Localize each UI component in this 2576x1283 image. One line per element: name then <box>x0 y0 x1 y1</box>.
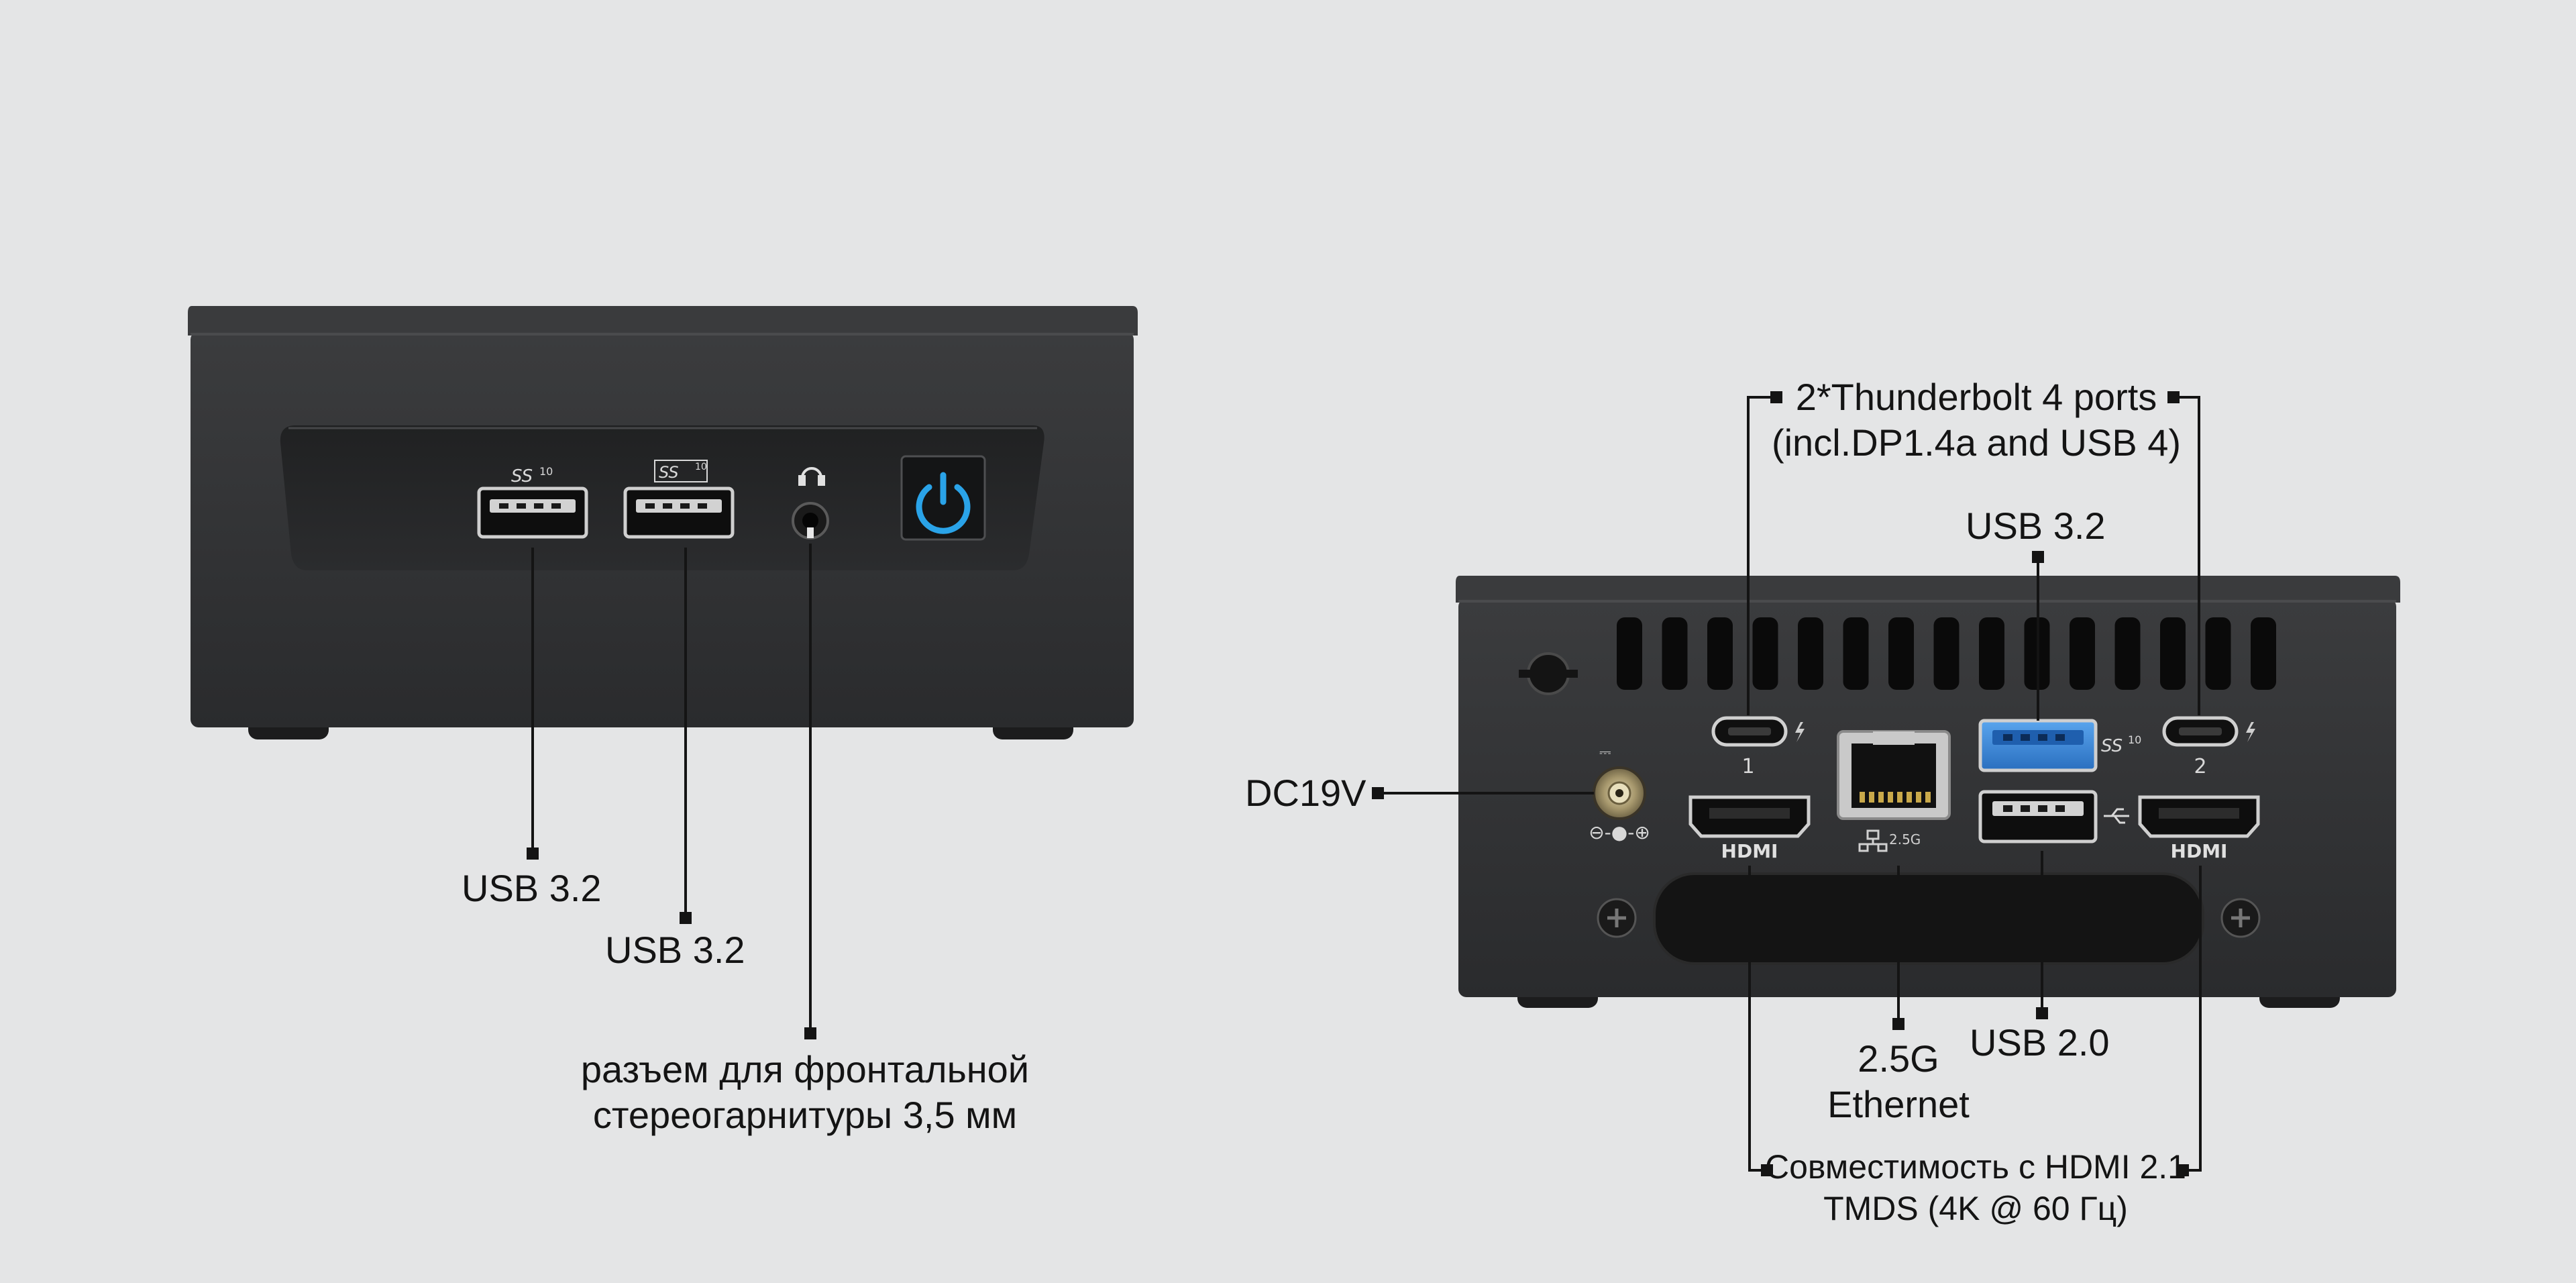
vent-slot <box>2251 617 2276 690</box>
vent-slot <box>2160 617 2186 690</box>
front-usb-port-left: SS 10 <box>477 465 588 539</box>
rear-top-cap <box>1456 576 2400 603</box>
vent-slot <box>1933 617 1960 690</box>
front-leader-lines <box>527 544 816 1039</box>
screw <box>1597 898 1637 938</box>
lan-speed-mark: 2.5G <box>1889 831 1921 848</box>
label-thunderbolt-line2: (incl.DP1.4a and USB 4) <box>1771 421 2182 464</box>
superspeed-icon: SS <box>659 463 679 482</box>
vent-slot <box>1888 617 1914 690</box>
label-thunderbolt: 2*Thunderbolt 4 ports (incl.DP1.4a and U… <box>1721 374 2231 466</box>
svg-text:⎓: ⎓ <box>1599 744 1611 761</box>
vent-slot <box>1752 617 1778 690</box>
label-front-audio: разъем для фронтальной стереогарнитуры 3… <box>537 1047 1073 1138</box>
vent-slot <box>1707 617 1733 690</box>
superspeed-icon: SS <box>511 466 533 486</box>
hdmi-port-right: HDMI <box>2138 795 2260 862</box>
expansion-cover <box>1653 872 2204 965</box>
port-number: 1 <box>1741 755 1754 778</box>
label-thunderbolt-line1: 2*Thunderbolt 4 ports <box>1795 376 2157 418</box>
network-icon <box>1858 829 1888 852</box>
hdmi-logo: HDMI <box>1721 840 1778 862</box>
vent-slot <box>1662 617 1688 690</box>
label-front-audio-line2: стереогарнитуры 3,5 мм <box>592 1094 1018 1136</box>
label-front-usb-left: USB 3.2 <box>462 867 602 909</box>
superspeed-icon: SS <box>2101 736 2123 756</box>
rear-unit: 1 2 ⎓ ⊖-●-⊕ HDMI HDMI <box>1372 391 2400 1176</box>
rear-usb32-port: SS 10 <box>1978 719 2141 772</box>
speed-mark: 10 <box>2128 733 2141 746</box>
front-top-cap <box>188 306 1138 336</box>
label-ethernet: 2.5G Ethernet <box>1798 1036 1999 1127</box>
dc-polarity-icon: ⊖-●-⊕ <box>1589 821 1650 843</box>
vent-slot <box>1798 617 1823 690</box>
speed-mark: 10 <box>539 465 553 478</box>
lightning-icon <box>2246 722 2255 742</box>
security-slot <box>1519 652 1578 695</box>
label-hdmi-line1: Совместимость с HDMI 2.1 <box>1764 1148 2186 1186</box>
vent-slot <box>1617 617 1642 690</box>
headset-icon <box>798 467 825 486</box>
label-hdmi-line2: TMDS (4K @ 60 Гц) <box>1823 1190 2128 1227</box>
vent-slot <box>2205 617 2231 690</box>
label-ethernet-line1: 2.5G <box>1858 1037 1939 1080</box>
vent-slot <box>1979 617 2004 690</box>
rear-usb20-port <box>1978 790 2129 843</box>
power-button <box>900 455 986 541</box>
thunderbolt-port-1: 1 <box>1711 716 1805 778</box>
hdmi-logo: HDMI <box>2171 840 2228 862</box>
port-number: 2 <box>2194 755 2206 778</box>
ethernet-port: 2.5G <box>1837 730 1951 852</box>
label-ethernet-line2: Ethernet <box>1827 1083 1970 1125</box>
label-front-usb-right: USB 3.2 <box>605 929 745 971</box>
vent-slot <box>1843 617 1869 690</box>
label-front-audio-line1: разъем для фронтальной <box>580 1048 1030 1090</box>
front-usb-port-right: SS 10 <box>623 460 735 539</box>
label-rear-usb20: USB 2.0 <box>1970 1021 2110 1064</box>
vent-grille <box>1617 617 2276 690</box>
rear-leader-lines <box>1372 391 2202 1176</box>
lightning-icon <box>1795 722 1805 742</box>
vent-slot <box>2070 617 2095 690</box>
speed-mark: 10 <box>695 462 707 472</box>
front-audio-jack <box>792 467 829 540</box>
screw <box>2220 898 2261 938</box>
thunderbolt-port-2: 2 <box>2162 716 2255 778</box>
usb-icon <box>2104 808 2129 824</box>
vent-slot <box>2114 617 2141 690</box>
power-icon <box>916 472 971 534</box>
label-rear-usb32: USB 3.2 <box>1966 505 2106 547</box>
hdmi-port-left: HDMI <box>1688 795 1811 862</box>
label-hdmi: Совместимость с HDMI 2.1 TMDS (4K @ 60 Г… <box>1758 1146 2194 1229</box>
dc-power-jack: ⎓ ⊖-●-⊕ <box>1589 744 1650 843</box>
label-dc: DC19V <box>1245 772 1366 814</box>
front-unit: SS 10 SS 10 <box>188 306 1138 1039</box>
